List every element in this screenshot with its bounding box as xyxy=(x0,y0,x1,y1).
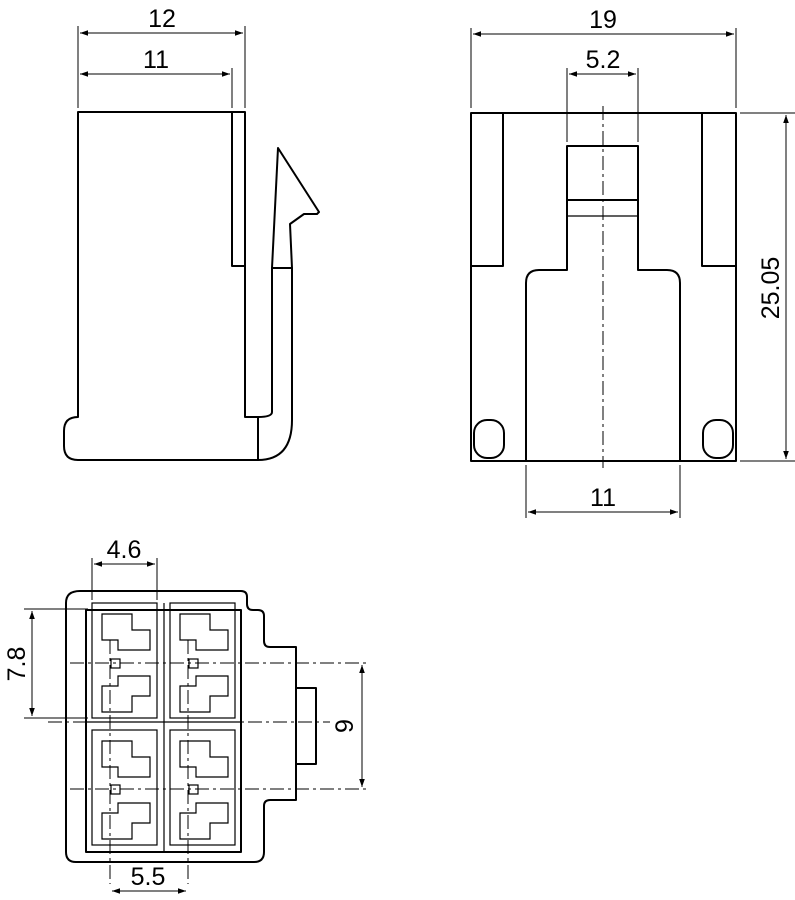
dim-label-height: 25.05 xyxy=(757,257,785,320)
bottom-view-inner-frame xyxy=(85,609,242,853)
side-view-latch-arm xyxy=(257,267,293,461)
dim-label-row-pitch: 9 xyxy=(331,719,359,733)
side-view-latch-hook xyxy=(271,147,320,269)
cavity-top-left-outline xyxy=(91,602,158,719)
cavity-bottom-left-lower-terminal xyxy=(101,802,151,840)
cavity-bottom-right-lower-terminal xyxy=(179,802,229,840)
front-view-center-recess xyxy=(525,145,681,461)
bottom-view-latch-tab xyxy=(295,687,317,765)
cavity-bottom-left xyxy=(91,729,158,846)
dim-label-base-width: 11 xyxy=(590,484,616,512)
cavity-top-left-lower-terminal xyxy=(101,675,151,713)
bottom-view-housing-outline xyxy=(65,590,297,863)
dim-label-front-overall-width: 19 xyxy=(589,6,617,34)
bottom-view: 4.6 7.8 9 5.5 xyxy=(3,536,370,894)
side-view-step xyxy=(231,112,245,267)
cavity-top-left-upper-terminal xyxy=(101,613,151,651)
cavity-top-right-outline xyxy=(169,602,236,719)
cavity-top-left xyxy=(91,602,158,719)
dim-label-latch-width: 5.2 xyxy=(586,46,621,74)
front-view-right-slot xyxy=(701,113,736,267)
cavity-bottom-left-upper-terminal xyxy=(101,740,151,778)
dim-label-cavity-height: 7.8 xyxy=(3,647,31,682)
front-view-left-foot xyxy=(473,419,505,459)
cavity-top-right xyxy=(169,602,236,719)
dim-label-cavity-width: 4.6 xyxy=(107,536,142,564)
side-view: 12 11 xyxy=(63,5,320,461)
front-view-right-foot xyxy=(702,419,734,459)
front-view: 19 5.2 25.05 11 xyxy=(470,6,795,518)
cavity-bottom-right-outline xyxy=(169,729,236,846)
dim-label-column-pitch: 5.5 xyxy=(131,863,166,891)
cavity-top-right-upper-terminal xyxy=(179,613,229,651)
front-view-left-slot xyxy=(471,113,504,267)
cavity-bottom-left-outline xyxy=(91,729,158,846)
cavity-top-right-lower-terminal xyxy=(179,675,229,713)
dim-label-body-width: 11 xyxy=(143,46,169,74)
cavity-bottom-right xyxy=(169,729,236,846)
dim-label-overall-width: 12 xyxy=(148,5,176,33)
cavity-bottom-right-upper-terminal xyxy=(179,740,229,778)
side-view-body-outline xyxy=(63,111,259,461)
